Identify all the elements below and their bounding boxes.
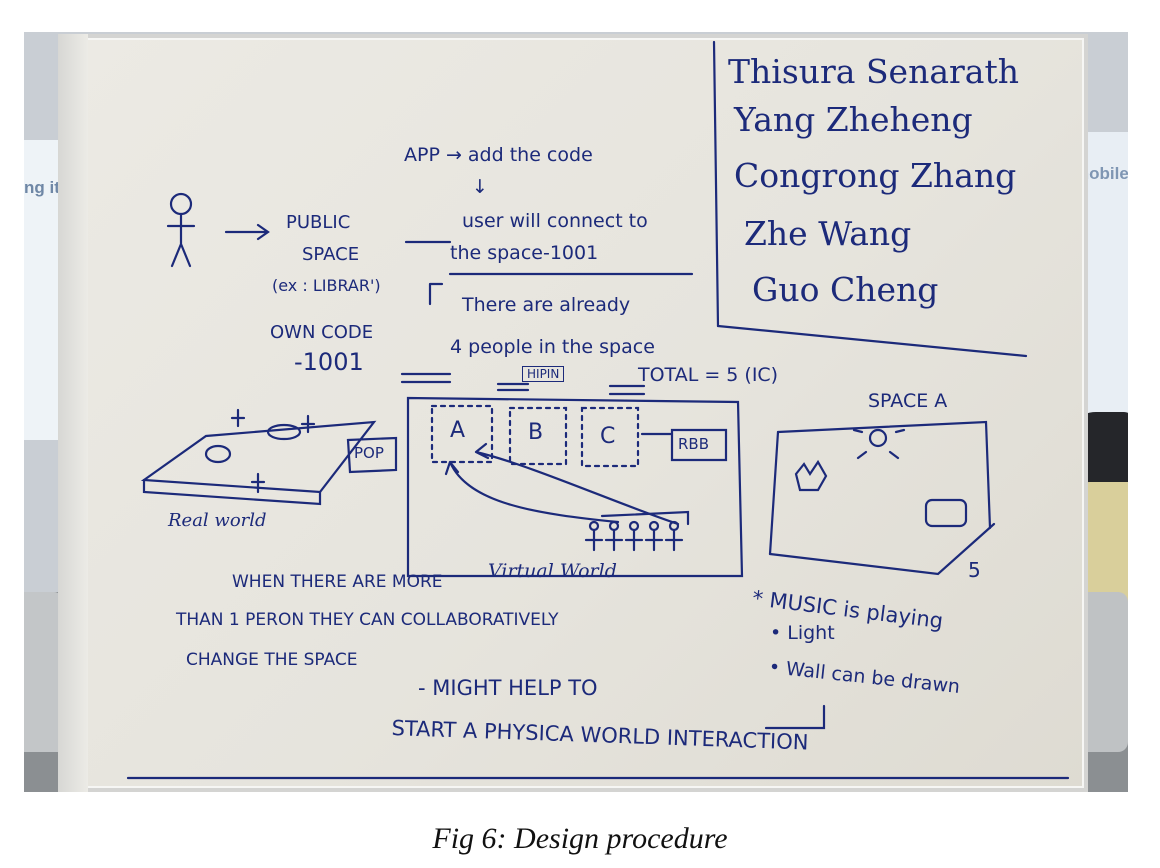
whiteboard: Thisura Senarath Yang Zheheng Congrong Z… bbox=[58, 34, 1088, 792]
pop-label: POP bbox=[354, 444, 384, 462]
collab-line-2: THAN 1 PERON THEY CAN COLLABORATIVELY bbox=[176, 610, 559, 630]
avatar-group bbox=[584, 528, 684, 552]
real-world-person-3 bbox=[250, 472, 266, 494]
collab-line-3: CHANGE THE SPACE bbox=[186, 650, 358, 670]
total-label: TOTAL = 5 (IC) bbox=[638, 364, 779, 386]
room-a-box bbox=[430, 404, 494, 464]
arrow-to-room-a-2 bbox=[444, 460, 620, 524]
left-screen-text: ng it bbox=[24, 178, 60, 197]
own-code-label: OWN CODE bbox=[270, 322, 374, 343]
left-projector-screen: ng it bbox=[24, 140, 64, 440]
arrow-to-room-a-1 bbox=[474, 442, 680, 526]
space-a-speaker bbox=[924, 498, 968, 528]
board-frame-left bbox=[58, 34, 88, 792]
room-a-label: A bbox=[450, 418, 466, 443]
already-line-1: There are already bbox=[462, 294, 631, 316]
virtual-world-top-lines bbox=[400, 372, 646, 396]
own-code-value: -1001 bbox=[294, 348, 364, 376]
public-space-line-2: SPACE bbox=[302, 244, 360, 265]
real-world-bowl bbox=[204, 444, 232, 464]
pop-box bbox=[346, 436, 398, 474]
virtual-world-frame bbox=[406, 396, 744, 578]
help-arrow bbox=[764, 704, 826, 730]
chair-left bbox=[24, 592, 62, 752]
arrow-to-public-space bbox=[224, 223, 270, 241]
space-a-back-wall bbox=[776, 420, 992, 530]
team-name: Zhe Wang bbox=[744, 214, 912, 253]
names-underline bbox=[716, 324, 1028, 358]
connect-line-2: the space-1001 bbox=[450, 242, 599, 264]
room-b-label: B bbox=[528, 420, 544, 445]
space-a-light-rays bbox=[852, 428, 906, 460]
team-name: Thisura Senarath bbox=[728, 52, 1019, 91]
rbb-label: RBB bbox=[678, 435, 710, 453]
room-c-box bbox=[580, 406, 640, 468]
space-a-left-wall bbox=[768, 430, 780, 556]
real-world-floor-edge bbox=[142, 478, 322, 506]
names-divider bbox=[712, 40, 720, 328]
space-a-floor bbox=[768, 522, 996, 576]
rbb-box bbox=[670, 428, 728, 462]
figure-caption: Fig 6: Design procedure bbox=[432, 822, 728, 855]
avatars-bracket bbox=[600, 510, 690, 526]
app-arrow: ↓ bbox=[472, 176, 488, 198]
collab-line-1: WHEN THERE ARE MORE bbox=[232, 572, 443, 592]
feature-light: • Light bbox=[770, 622, 835, 644]
help-line-1: - MIGHT HELP TO bbox=[418, 676, 598, 700]
real-world-floor bbox=[140, 420, 377, 494]
user-figure-body bbox=[166, 212, 196, 268]
room-b-box bbox=[508, 406, 568, 466]
real-world-table bbox=[266, 423, 302, 441]
already-line-2: 4 people in the space bbox=[450, 336, 655, 358]
real-world-person-1 bbox=[230, 408, 246, 428]
space-a-light bbox=[868, 428, 888, 448]
public-space-line-1: PUBLIC bbox=[286, 212, 351, 233]
whiteboard-drawings bbox=[126, 40, 1070, 780]
real-world-person-2 bbox=[300, 414, 316, 434]
app-line: APP → add the code bbox=[404, 144, 593, 166]
virtual-world-label: Virtual World bbox=[488, 560, 617, 582]
space-a-number: 5 bbox=[968, 558, 981, 582]
real-world-label: Real world bbox=[168, 510, 267, 531]
team-name: Congrong Zhang bbox=[734, 156, 1017, 195]
whiteboard-photo: ng it mobile bbox=[24, 32, 1128, 792]
corner-mark bbox=[428, 282, 444, 306]
team-name: Yang Zheheng bbox=[734, 100, 973, 139]
public-space-line-3: (ex : LIBRAR') bbox=[272, 276, 381, 295]
space-a-title: SPACE A bbox=[868, 390, 948, 412]
hi-label: HIPIN bbox=[522, 366, 565, 382]
space-a-wall-drawing bbox=[794, 459, 828, 492]
team-name: Guo Cheng bbox=[752, 270, 939, 309]
user-figure-head bbox=[169, 192, 193, 216]
room-c-label: C bbox=[600, 424, 616, 449]
connect-line-1: user will connect to bbox=[462, 210, 648, 232]
